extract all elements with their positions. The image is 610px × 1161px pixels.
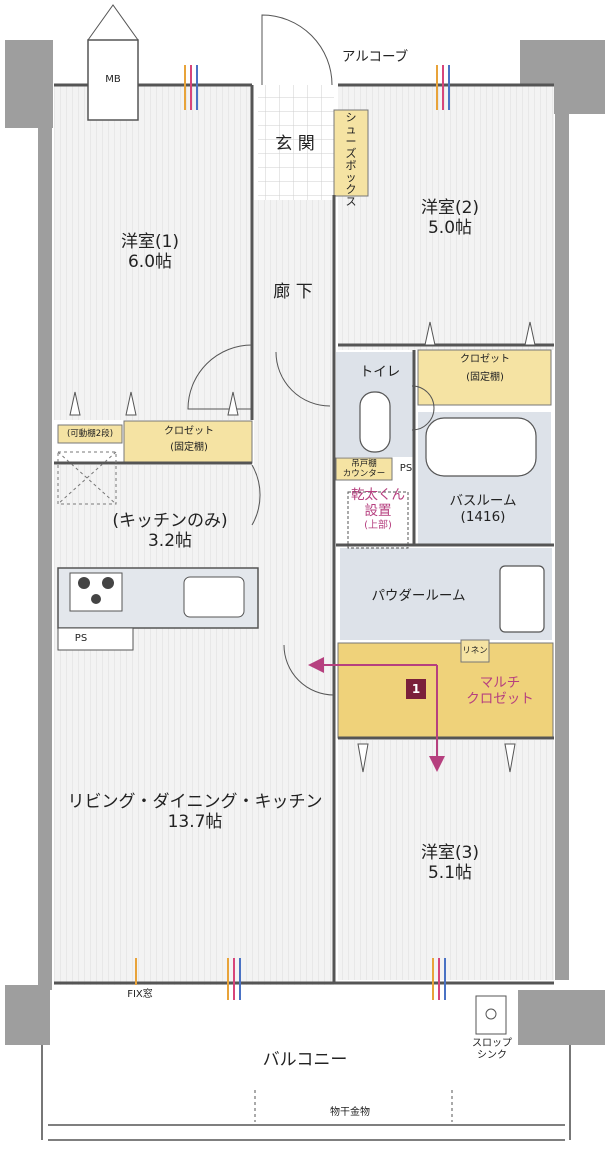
closet-2-label-bottom: (固定棚) bbox=[466, 371, 504, 383]
room-western-2-size: 5.0帖 bbox=[427, 218, 473, 239]
kitchen-counter bbox=[57, 567, 259, 651]
multi-closet-label: マルチ クロゼット bbox=[455, 675, 545, 708]
room-balcony: バルコニー bbox=[262, 1050, 348, 1070]
mb-label: MB bbox=[105, 74, 121, 85]
multi-closet-label-2: クロゼット bbox=[466, 690, 534, 707]
closets bbox=[57, 109, 554, 739]
linen-label: リネン bbox=[462, 646, 488, 656]
slop-sink-label: スロップ シンク bbox=[465, 1038, 519, 1062]
room-bath: バスルーム (1416) bbox=[428, 493, 538, 526]
floors bbox=[54, 85, 554, 985]
hanging-shelf-label: 吊戸棚 カウンター bbox=[336, 459, 392, 479]
room-kitchen-name: (キッチンのみ) bbox=[112, 511, 228, 531]
window-markers bbox=[135, 65, 450, 1000]
shoebox-label: シューズボックス bbox=[345, 111, 357, 208]
room-kitchen: (キッチンのみ) 3.2帖 bbox=[100, 511, 240, 551]
multi-closet-badge: 1 bbox=[406, 679, 426, 699]
room-powder: パウダールーム bbox=[371, 588, 466, 604]
structural-walls bbox=[5, 40, 605, 1045]
room-ldk-size: 13.7帖 bbox=[167, 812, 223, 833]
room-toilet: トイレ bbox=[359, 364, 401, 380]
drying-rod-label: 物干金物 bbox=[330, 1107, 370, 1118]
room-western-3-size: 5.1帖 bbox=[427, 863, 473, 884]
room-alcove: アルコーブ bbox=[341, 49, 409, 65]
dryer-label-1: 乾太くん bbox=[351, 487, 405, 503]
dryer-space bbox=[347, 491, 409, 549]
room-bath-size: (1416) bbox=[460, 508, 506, 525]
hanging-shelf-label-1: 吊戸棚 bbox=[351, 459, 377, 469]
room-western-1-name: 洋室(1) bbox=[120, 232, 180, 252]
room-western-1: 洋室(1) 6.0帖 bbox=[95, 232, 205, 272]
closet-1-label-top: クロゼット bbox=[164, 426, 214, 437]
multi-closet-arrows bbox=[308, 657, 445, 772]
room-ldk: リビング・ダイニング・キッチン 13.7帖 bbox=[60, 792, 330, 832]
bathtub bbox=[425, 417, 537, 477]
washbasin bbox=[499, 565, 545, 633]
interior-walls bbox=[54, 83, 554, 985]
room-hallway: 廊 下 bbox=[273, 282, 313, 302]
ps-kitchen-label: PS bbox=[74, 633, 88, 644]
slop-sink-label-1: スロップ bbox=[472, 1038, 512, 1049]
multi-closet-label-1: マルチ bbox=[479, 675, 521, 691]
mb-box bbox=[87, 4, 139, 121]
balcony bbox=[41, 995, 571, 1141]
room-western-2: 洋室(2) 5.0帖 bbox=[395, 198, 505, 238]
dryer-label-2: 設置 bbox=[364, 502, 392, 519]
dryer-label: 乾太くん 設置 (上部) bbox=[338, 487, 418, 532]
fix-window-label: FIX窓 bbox=[127, 989, 153, 1000]
movable-shelf-label: (可動棚2段) bbox=[66, 429, 114, 439]
room-western-1-size: 6.0帖 bbox=[127, 252, 173, 273]
room-bath-name: バスルーム bbox=[449, 493, 517, 509]
entrance-door bbox=[261, 14, 333, 86]
dryer-label-3: (上部) bbox=[364, 519, 392, 531]
closet-2-label-top: クロゼット bbox=[460, 354, 510, 365]
hanging-shelf-label-2: カウンター bbox=[342, 469, 386, 480]
closet-door-marks bbox=[69, 321, 536, 773]
door-swings bbox=[187, 344, 435, 696]
closet-1-label-bottom: (固定棚) bbox=[170, 441, 208, 453]
room-western-3-name: 洋室(3) bbox=[420, 843, 480, 863]
fridge-space bbox=[57, 451, 117, 505]
room-western-3: 洋室(3) 5.1帖 bbox=[395, 843, 505, 883]
room-kitchen-size: 3.2帖 bbox=[147, 531, 193, 552]
slop-sink-label-2: シンク bbox=[477, 1049, 507, 1061]
room-entrance: 玄 関 bbox=[275, 134, 315, 154]
closet-2-label: クロゼット (固定棚) bbox=[440, 354, 530, 384]
ps-toilet-label: PS bbox=[399, 463, 413, 474]
toilet-fixture bbox=[359, 391, 391, 453]
room-western-2-name: 洋室(2) bbox=[420, 198, 480, 218]
room-ldk-name: リビング・ダイニング・キッチン bbox=[67, 792, 323, 812]
closet-1-label: クロゼット (固定棚) bbox=[144, 426, 234, 454]
